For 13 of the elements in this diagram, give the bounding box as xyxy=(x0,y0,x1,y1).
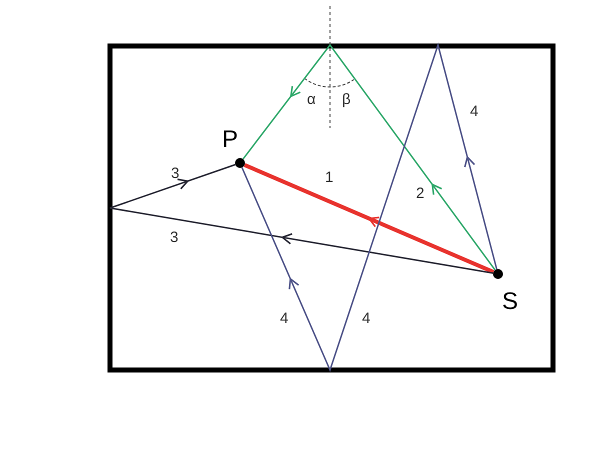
angle-label: β xyxy=(342,92,351,107)
edge-label: 2 xyxy=(416,186,424,201)
point-label: S xyxy=(502,290,518,314)
point-dot xyxy=(235,158,245,168)
angle-label: α xyxy=(307,92,316,107)
point-label: P xyxy=(222,128,238,152)
edge-label: 1 xyxy=(325,170,334,185)
path-number: 4 xyxy=(280,311,288,326)
edge-label: 3 xyxy=(171,166,180,181)
path-number: 4 xyxy=(362,311,370,326)
edge-label: 4 xyxy=(470,104,478,119)
path-number: 3 xyxy=(170,230,178,245)
point-dot xyxy=(493,269,503,279)
